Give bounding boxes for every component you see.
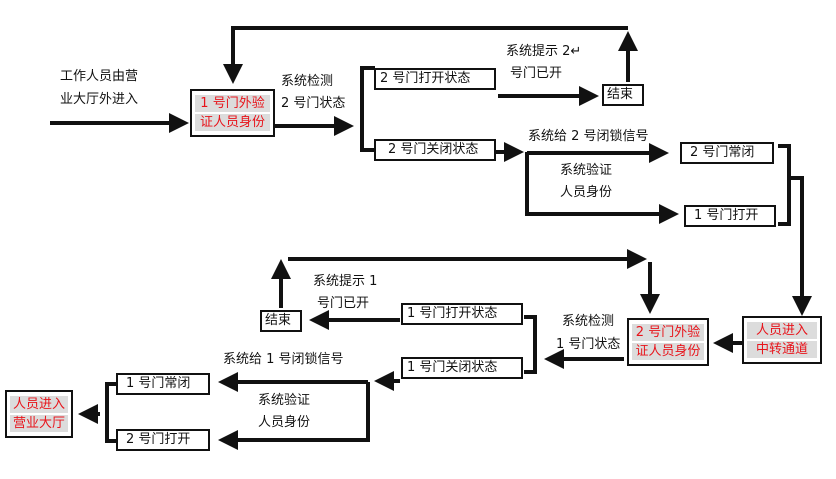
detect2-label: 系统检测 2 号门状态 bbox=[281, 72, 345, 114]
node-door1-verify: 1 号门外验 证人员身份 bbox=[190, 89, 275, 137]
verify-label-bottom: 系统验证 人员身份 bbox=[258, 391, 310, 433]
bracket-detect1 bbox=[524, 315, 537, 374]
verify-label-line: 人员身份 bbox=[258, 415, 311, 430]
detect1-label-line: 1 号门状态 bbox=[556, 337, 621, 352]
branch-open2 bbox=[218, 382, 370, 450]
detect2-label-line: 系统检测 bbox=[281, 74, 334, 89]
verify-label-line: 系统验证 bbox=[258, 393, 311, 408]
node-text: 营业大厅 bbox=[10, 415, 68, 432]
node-door1-open-state: 1 号门打开状态 bbox=[401, 303, 523, 325]
prompt1-label: 系统提示 1 号门已开 bbox=[313, 272, 377, 314]
node-door2-open: 2 号门打开 bbox=[116, 429, 210, 451]
branch-open1 bbox=[525, 153, 679, 224]
node-text: 人员进入 bbox=[747, 322, 817, 339]
prompt2-label-line: 号门已开 bbox=[510, 66, 563, 81]
lock2-label: 系统给 2 号闭锁信号 bbox=[528, 129, 649, 144]
node-door1-closed-state: 1 号门关闭状态 bbox=[401, 357, 523, 379]
bracket-right bbox=[778, 144, 791, 226]
bracket-left bbox=[105, 382, 117, 443]
node-door1-normally-closed: 1 号门常闭 bbox=[116, 373, 210, 395]
node-text: 中转通道 bbox=[747, 341, 817, 358]
loop-top bbox=[223, 26, 628, 84]
node-door1-open: 1 号门打开 bbox=[684, 205, 776, 227]
node-text: 证人员身份 bbox=[195, 114, 270, 131]
node-text: 2 号门外验 bbox=[632, 324, 704, 341]
detect1-label: 系统检测 1 号门状态 bbox=[556, 312, 620, 355]
node-text: 人员进入 bbox=[10, 396, 68, 413]
prompt1-label-line: 号门已开 bbox=[317, 296, 370, 311]
entry-label-line: 业大厅外进入 bbox=[60, 92, 139, 107]
node-door2-closed-state: 2 号门关闭状态 bbox=[374, 139, 496, 161]
entry-label: 工作人员由营 业大厅外进入 bbox=[60, 67, 138, 110]
verify-label-line: 人员身份 bbox=[560, 185, 613, 200]
bracket-detect2 bbox=[360, 66, 375, 152]
node-text: 证人员身份 bbox=[632, 343, 704, 360]
node-end-bottom: 结束 bbox=[260, 310, 302, 332]
node-door2-verify: 2 号门外验 证人员身份 bbox=[627, 318, 709, 366]
arrow-to-transfer bbox=[789, 176, 812, 316]
node-door2-open-state: 2 号门打开状态 bbox=[374, 68, 496, 90]
node-door2-normally-closed: 2 号门常闭 bbox=[680, 142, 774, 164]
node-enter-transfer: 人员进入 中转通道 bbox=[742, 316, 822, 364]
node-enter-hall: 人员进入 营业大厅 bbox=[5, 390, 73, 438]
prompt2-label-line: 系统提示 2↵ bbox=[506, 44, 582, 59]
entry-label-line: 工作人员由营 bbox=[60, 69, 139, 84]
branch-lock2 bbox=[525, 143, 669, 163]
detect2-label-line: 2 号门状态 bbox=[281, 96, 346, 111]
prompt2-label: 系统提示 2↵ 号门已开 bbox=[506, 42, 581, 84]
verify-label-top: 系统验证 人员身份 bbox=[560, 161, 612, 203]
verify-label-line: 系统验证 bbox=[560, 163, 613, 178]
detect1-label-line: 系统检测 bbox=[562, 314, 615, 329]
node-text: 1 号门外验 bbox=[195, 95, 270, 112]
prompt1-label-line: 系统提示 1 bbox=[313, 274, 378, 289]
lock1-label: 系统给 1 号闭锁信号 bbox=[223, 352, 344, 367]
node-end-top: 结束 bbox=[602, 84, 644, 106]
